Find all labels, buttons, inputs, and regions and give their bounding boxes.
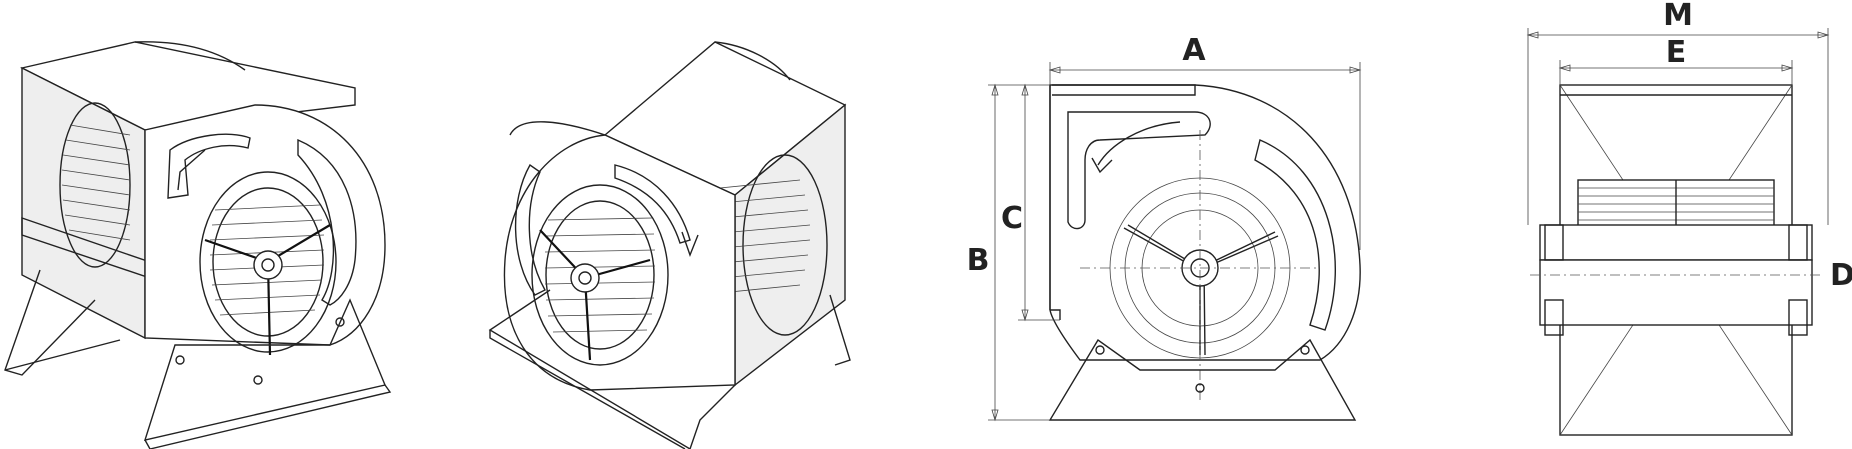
dimension-label-b: B xyxy=(967,243,990,278)
dimension-label-a: A xyxy=(1182,33,1206,68)
dimension-label-d: D xyxy=(1830,258,1852,293)
dimension-label-m: M xyxy=(1663,0,1693,33)
isometric-view-left xyxy=(4,41,392,449)
front-elevation-view: A B C xyxy=(967,33,1362,422)
side-elevation-view: M E D xyxy=(1526,0,1852,436)
dimension-label-e: E xyxy=(1666,35,1687,70)
isometric-view-right xyxy=(488,41,851,449)
dimension-label-c: C xyxy=(1001,201,1023,236)
